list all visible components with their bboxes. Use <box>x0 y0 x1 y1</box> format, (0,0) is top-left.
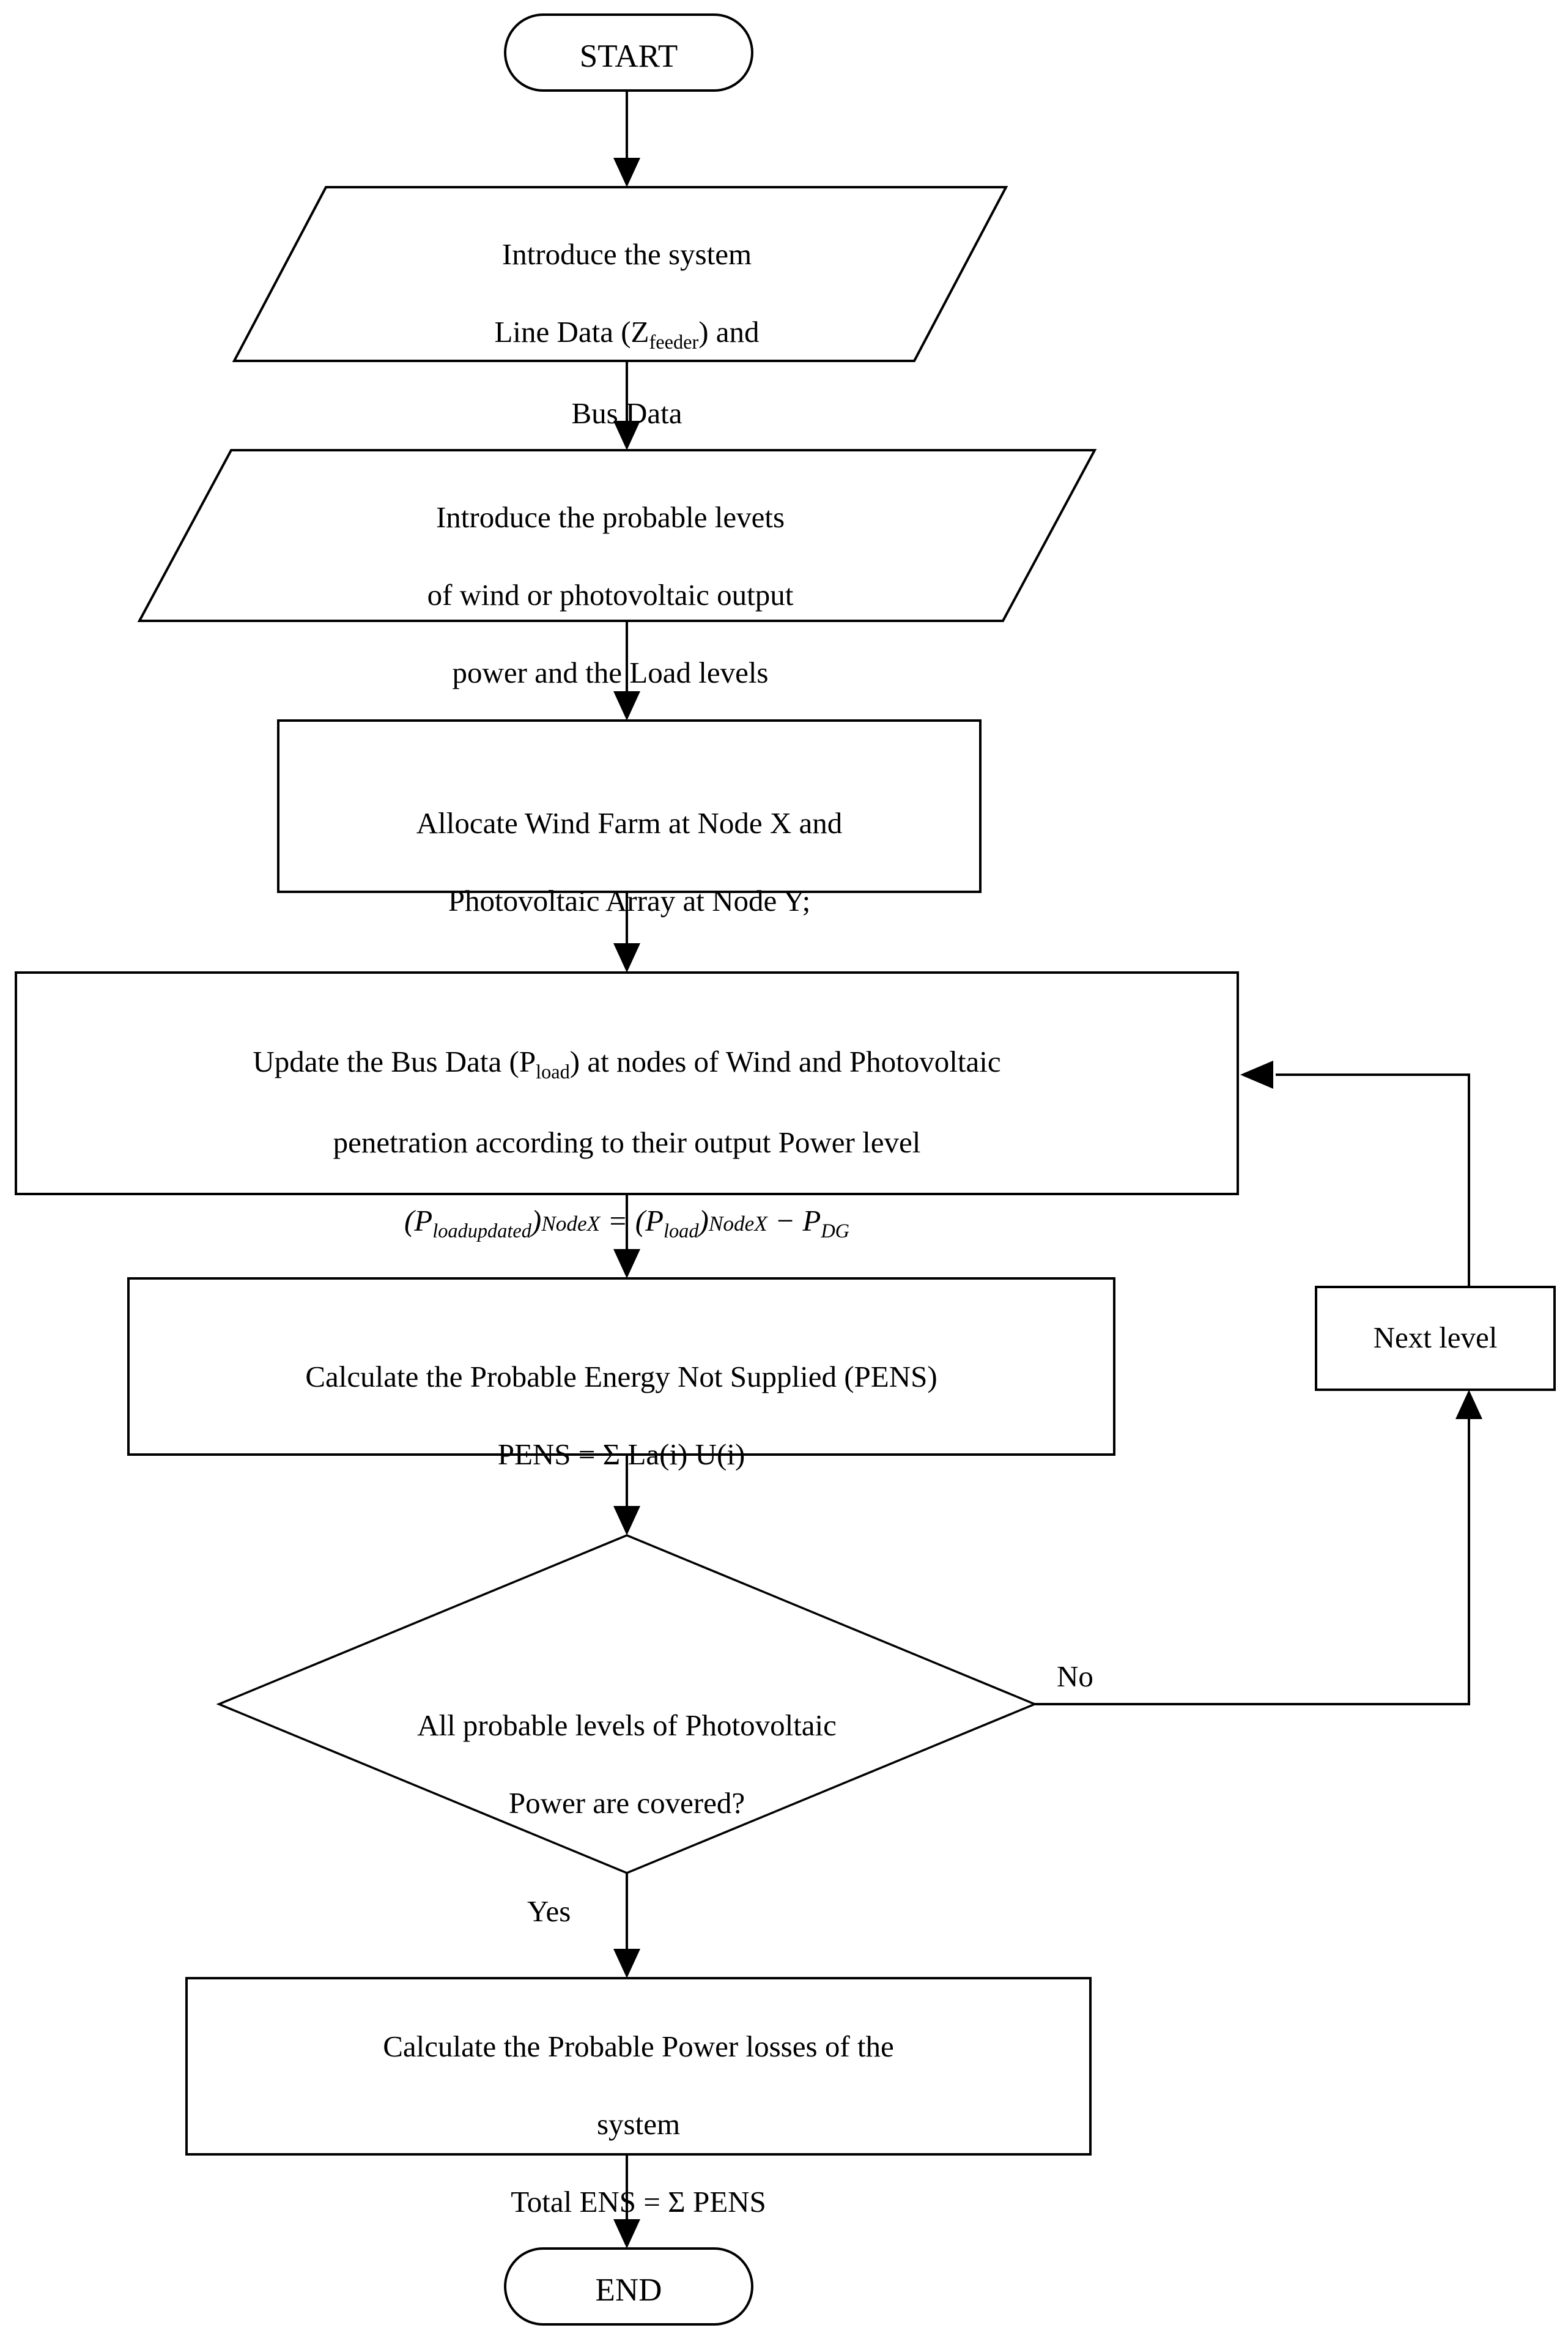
connector-decision-yes-to-calc-losses <box>613 1873 640 1978</box>
calc-losses-process-shape <box>185 1977 1092 2156</box>
connector-decision-no-to-next-level <box>1035 1390 1482 1705</box>
decision-yes-label: Yes <box>527 1894 571 1928</box>
connector-start-to-input-system <box>613 91 640 187</box>
calc-pens-process-shape <box>127 1277 1115 1456</box>
start-terminator-shape <box>504 13 753 92</box>
connector-update-to-calc-pens <box>613 1194 640 1278</box>
end-terminator-shape <box>504 2247 753 2326</box>
decision-no-label: No <box>1057 1659 1093 1693</box>
connector-calc-losses-to-end <box>613 2154 640 2249</box>
update-bus-data-process-shape <box>15 971 1239 1195</box>
allocate-process-shape <box>277 719 982 893</box>
connector-input-system-to-input-levels <box>613 361 640 450</box>
decision-pv-levels-shape <box>216 1534 1038 1874</box>
connector-allocate-to-update <box>613 892 640 973</box>
connector-calc-pens-to-decision <box>613 1455 640 1535</box>
input-system-data-shape <box>232 186 1008 362</box>
connector-next-level-to-update <box>1240 1061 1470 1287</box>
next-level-process-shape <box>1315 1286 1556 1391</box>
connector-input-levels-to-allocate <box>613 621 640 721</box>
input-levels-shape <box>137 449 1097 622</box>
